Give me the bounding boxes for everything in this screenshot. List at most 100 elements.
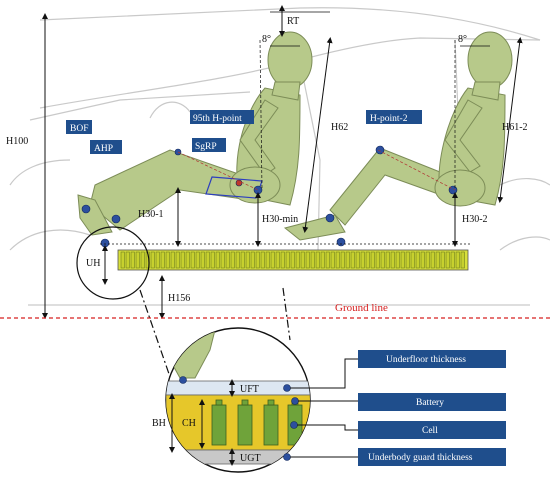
battery-cell-mark (285, 251, 290, 269)
battery-cell-mark (455, 251, 460, 269)
bh-label: BH (152, 418, 166, 429)
svg-text:Underbody guard thickness: Underbody guard thickness (368, 453, 473, 463)
battery-cell-mark (390, 251, 395, 269)
battery-cells-strip (120, 251, 465, 269)
battery-cell-mark (175, 251, 180, 269)
battery-cell-mark (350, 251, 355, 269)
battery-cell-mark (255, 251, 260, 269)
battery-cell-mark (120, 251, 125, 269)
h30-min-label: H30-min (262, 214, 298, 225)
front-mannequin (77, 31, 313, 236)
battery-cell-mark (135, 251, 140, 269)
battery-cell-mark (300, 251, 305, 269)
zoom-source-circle (76, 226, 150, 300)
battery-cell-mark (310, 251, 315, 269)
battery-cell-mark (260, 251, 265, 269)
battery-cell-mark (360, 251, 365, 269)
battery-cell-mark (330, 251, 335, 269)
battery-cell-mark (240, 251, 245, 269)
svg-text:BOF: BOF (70, 124, 88, 134)
battery-cell-mark (165, 251, 170, 269)
battery-cell-mark (290, 251, 295, 269)
battery-cell-mark (380, 251, 385, 269)
svg-text:Battery: Battery (416, 398, 444, 408)
ground-line-label: Ground line (335, 302, 388, 314)
battery-cell-mark (385, 251, 390, 269)
battery-cell-mark (440, 251, 445, 269)
battery-cell-mark (435, 251, 440, 269)
battery-cell-mark (345, 251, 350, 269)
battery-cell-mark (395, 251, 400, 269)
battery-cell-mark (270, 251, 275, 269)
battery-cell-mark (180, 251, 185, 269)
svg-text:95th H-point: 95th H-point (193, 114, 242, 124)
battery-cell-mark (295, 251, 300, 269)
uh-label: UH (86, 258, 100, 269)
battery-cell-mark (250, 251, 255, 269)
legend-cell: Cell (358, 421, 506, 439)
h156-label: H156 (168, 293, 190, 304)
tag-95th-h-point: 95th H-point (190, 110, 254, 124)
battery-cell-mark (235, 251, 240, 269)
tag-ahp: AHP (90, 140, 122, 154)
battery-cell-mark (400, 251, 405, 269)
battery-cell-mark (130, 251, 135, 269)
battery-cell-mark (230, 251, 235, 269)
svg-text:AHP: AHP (94, 144, 113, 154)
battery-cell-mark (315, 251, 320, 269)
battery-cell-mark (225, 251, 230, 269)
battery-cell-mark (150, 251, 155, 269)
battery-cell-mark (205, 251, 210, 269)
h62-label: H62 (331, 122, 348, 133)
svg-text:Cell: Cell (422, 426, 438, 436)
battery-cell-mark (450, 251, 455, 269)
battery-cell-mark (365, 251, 370, 269)
battery-cell-mark (245, 251, 250, 269)
angle-rear-label: 8° (458, 34, 467, 45)
battery-cell-mark (355, 251, 360, 269)
battery-cell-mark (220, 251, 225, 269)
callout-lines (290, 358, 358, 458)
battery-cell-mark (460, 251, 465, 269)
battery-cell-mark (275, 251, 280, 269)
h30-1-label: H30-1 (138, 209, 164, 220)
legend-underfloor: Underfloor thickness (358, 350, 506, 368)
battery-cell-mark (215, 251, 220, 269)
battery-cell-mark (305, 251, 310, 269)
tag-sgrp: SgRP (192, 138, 226, 152)
battery-cell-mark (195, 251, 200, 269)
car-outline (9, 7, 550, 306)
ch-label: CH (182, 418, 196, 429)
h100-label: H100 (6, 136, 28, 147)
battery-cell-mark (185, 251, 190, 269)
ugt-label: UGT (240, 453, 261, 464)
battery-cell-mark (415, 251, 420, 269)
battery-cell-mark (405, 251, 410, 269)
battery-cell-mark (325, 251, 330, 269)
svg-text:Underfloor thickness: Underfloor thickness (386, 354, 466, 365)
battery-cell-mark (155, 251, 160, 269)
battery-cell-mark (140, 251, 145, 269)
battery-cell-mark (410, 251, 415, 269)
h30-2-label: H30-2 (462, 214, 488, 225)
battery-cell-mark (340, 251, 345, 269)
svg-text:SgRP: SgRP (195, 142, 217, 152)
legend-underbody: Underbody guard thickness (358, 448, 506, 466)
battery-cell-mark (160, 251, 165, 269)
battery-cell-mark (320, 251, 325, 269)
zoom-detail: UFT BH CH UGT (152, 327, 311, 473)
uft-label: UFT (240, 384, 259, 395)
battery-cell-mark (430, 251, 435, 269)
tag-h-point-2: H-point-2 (366, 110, 422, 124)
battery-cell-mark (170, 251, 175, 269)
battery-cell-mark (280, 251, 285, 269)
battery-cell-mark (265, 251, 270, 269)
battery-cell-mark (370, 251, 375, 269)
battery-cell-mark (210, 251, 215, 269)
battery-cell-mark (190, 251, 195, 269)
battery-cell-mark (335, 251, 340, 269)
battery-cell-mark (125, 251, 130, 269)
h61-2-label: H61-2 (502, 122, 528, 133)
